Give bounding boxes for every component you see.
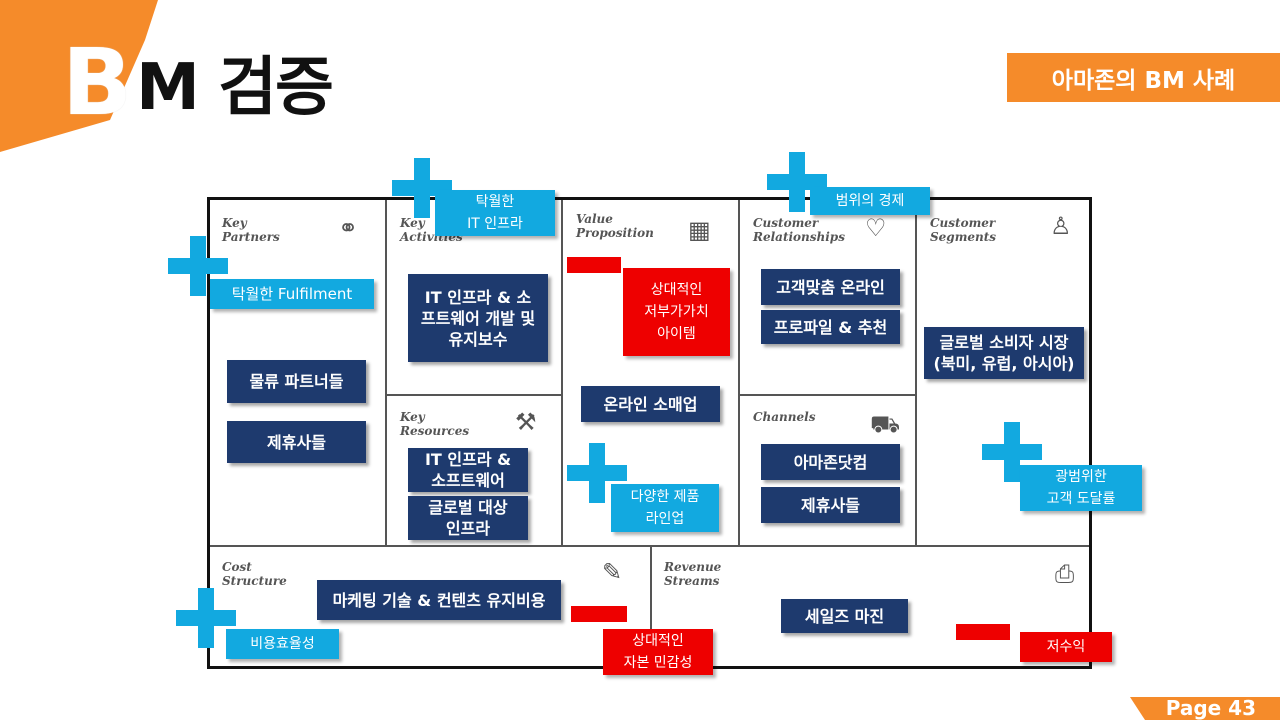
- title-text: M 검증: [136, 51, 334, 125]
- customer-segments-title: Customer Segments: [930, 216, 997, 244]
- key-partners-title: Key Partners: [222, 216, 280, 244]
- cost-structure-title: Cost Structure: [222, 560, 287, 588]
- item-affiliates-kp: 제휴사들: [227, 421, 366, 463]
- note-capital-sensitivity: 상대적인 자본 민감성: [603, 629, 713, 675]
- worker-icon: ⚒: [515, 408, 537, 436]
- divider-cr-ch: [738, 394, 917, 396]
- revenue-streams-title: Revenue Streams: [664, 560, 722, 588]
- note-relative-low-value: 상대적인 저부가가치 아이템: [623, 268, 730, 356]
- gift-icon: ▦: [688, 216, 711, 244]
- note-excellent-fulfillment: 탁월한 Fulfilment: [210, 279, 374, 309]
- item-it-infra-software: IT 인프라 & 소프트웨어: [408, 448, 528, 492]
- note-excellent-infra: 탁월한 IT 인프라: [435, 190, 555, 236]
- plus-icon: [567, 443, 627, 503]
- note-wide-reach: 광범위한 고객 도달률: [1020, 465, 1142, 511]
- price-tag-icon: ✎: [602, 558, 623, 586]
- plus-icon: [767, 152, 827, 212]
- item-amazon-com: 아마존닷컴: [761, 444, 900, 480]
- plus-icon: [982, 422, 1042, 482]
- note-diverse-lineup: 다양한 제품 라인업: [611, 484, 719, 532]
- minus-icon: [571, 606, 627, 622]
- plus-icon: [176, 588, 236, 648]
- person-icon: ♙: [1050, 212, 1072, 240]
- note-cost-efficiency: 비용효율성: [226, 629, 339, 659]
- item-global-infra: 글로벌 대상 인프라: [408, 496, 528, 540]
- value-proposition-title: Value Proposition: [576, 212, 654, 240]
- note-low-margin: 저수익: [1020, 632, 1112, 662]
- item-online-retail: 온라인 소매업: [581, 386, 720, 422]
- key-resources-title: Key Resources: [400, 410, 470, 438]
- note-economies-of-scope: 범위의 경제: [810, 187, 930, 215]
- item-profile-recommend: 프로파일 & 추천: [761, 310, 900, 344]
- divider-kp-ka: [385, 200, 387, 545]
- divider-bottom: [210, 545, 1089, 547]
- customer-relationships-title: Customer Relationships: [753, 216, 845, 244]
- chain-links-icon: ⚭: [338, 214, 359, 242]
- truck-icon: ⛟: [870, 410, 901, 438]
- divider-cost-revenue: [650, 545, 652, 666]
- cash-register-icon: ⎙: [1055, 560, 1075, 588]
- divider-ka-kr: [385, 394, 563, 396]
- item-marketing-cost: 마케팅 기술 & 컨텐츠 유지비용: [317, 580, 561, 620]
- page-title: B M 검증: [62, 29, 334, 136]
- minus-icon: [956, 624, 1010, 640]
- channels-title: Channels: [753, 410, 816, 424]
- item-affiliates-ch: 제휴사들: [761, 487, 900, 523]
- title-initial: B: [62, 29, 133, 136]
- minus-icon: [567, 257, 621, 273]
- item-global-market: 글로벌 소비자 시장 (북미, 유럽, 아시아): [924, 327, 1084, 379]
- item-logistics-partners: 물류 파트너들: [227, 360, 366, 403]
- divider-vp-cr: [738, 200, 740, 545]
- heart-icon: ♡: [865, 214, 887, 242]
- item-sales-margin: 세일즈 마진: [781, 599, 908, 633]
- page-number: Page 43: [1165, 696, 1256, 720]
- item-custom-online: 고객맞춤 온라인: [761, 269, 900, 305]
- divider-cr-cs: [915, 200, 917, 545]
- divider-ka-vp: [561, 200, 563, 545]
- case-badge: 아마존의 BM 사례: [1007, 53, 1280, 102]
- item-it-infra-dev: IT 인프라 & 소 프트웨어 개발 및 유지보수: [408, 274, 548, 362]
- plus-icon: [168, 236, 228, 296]
